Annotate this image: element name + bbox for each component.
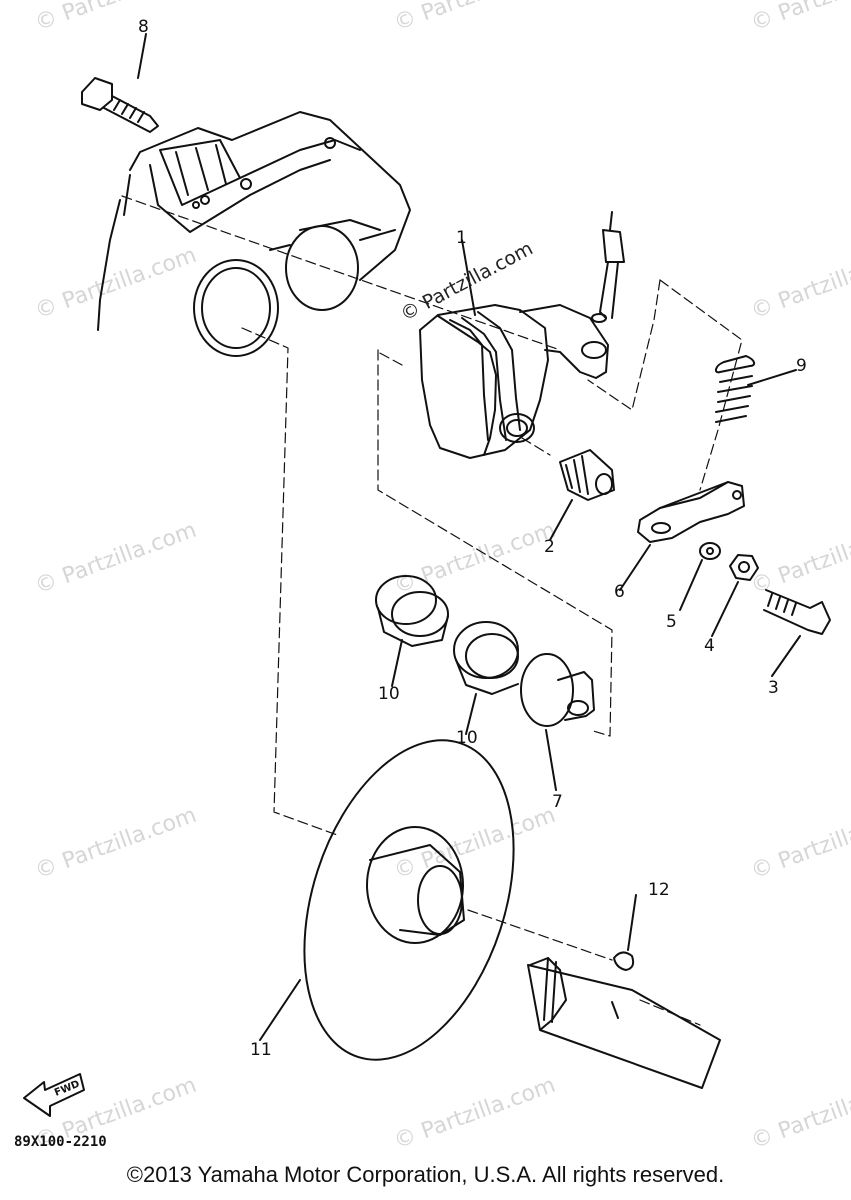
part-10-bushing-a: [375, 575, 449, 687]
callout-4: 4: [704, 636, 715, 656]
callout-10a: 10: [378, 684, 400, 704]
part-9-spring: [714, 355, 797, 423]
callout-1: 1: [456, 228, 467, 248]
part-11-sheave: [259, 739, 515, 1061]
callout-10b: 10: [456, 728, 478, 748]
part-1-caliper: [419, 239, 609, 459]
engine-case: [97, 111, 411, 357]
diagram-code: 89X100-2210: [14, 1134, 107, 1150]
part-7-spacer: [520, 653, 595, 791]
part-3-bolt: [763, 589, 831, 677]
part-2-adjuster: [549, 449, 615, 541]
cable-end: [591, 211, 625, 323]
part-12-key: [613, 894, 637, 971]
callout-9: 9: [796, 356, 807, 376]
part-5-washer: [679, 542, 721, 611]
callout-7: 7: [552, 792, 563, 812]
part-10-bushing-b: [453, 621, 519, 735]
callout-12: 12: [648, 880, 670, 900]
callout-6: 6: [614, 582, 625, 602]
callout-5: 5: [666, 612, 677, 632]
shaft: [527, 957, 721, 1089]
part-8-bolt: [81, 33, 159, 133]
callout-8: 8: [138, 17, 149, 37]
fwd-label: FWD: [53, 1079, 81, 1099]
copyright-notice: ©2013 Yamaha Motor Corporation, U.S.A. A…: [126, 1162, 725, 1187]
callout-3: 3: [768, 678, 779, 698]
part-4-nut: [711, 554, 759, 637]
callout-2: 2: [544, 537, 555, 557]
assembly-lines: [121, 195, 743, 1026]
part-6-lever: [619, 481, 745, 591]
fwd-arrow-icon: [23, 1073, 85, 1117]
callout-11: 11: [250, 1040, 272, 1060]
